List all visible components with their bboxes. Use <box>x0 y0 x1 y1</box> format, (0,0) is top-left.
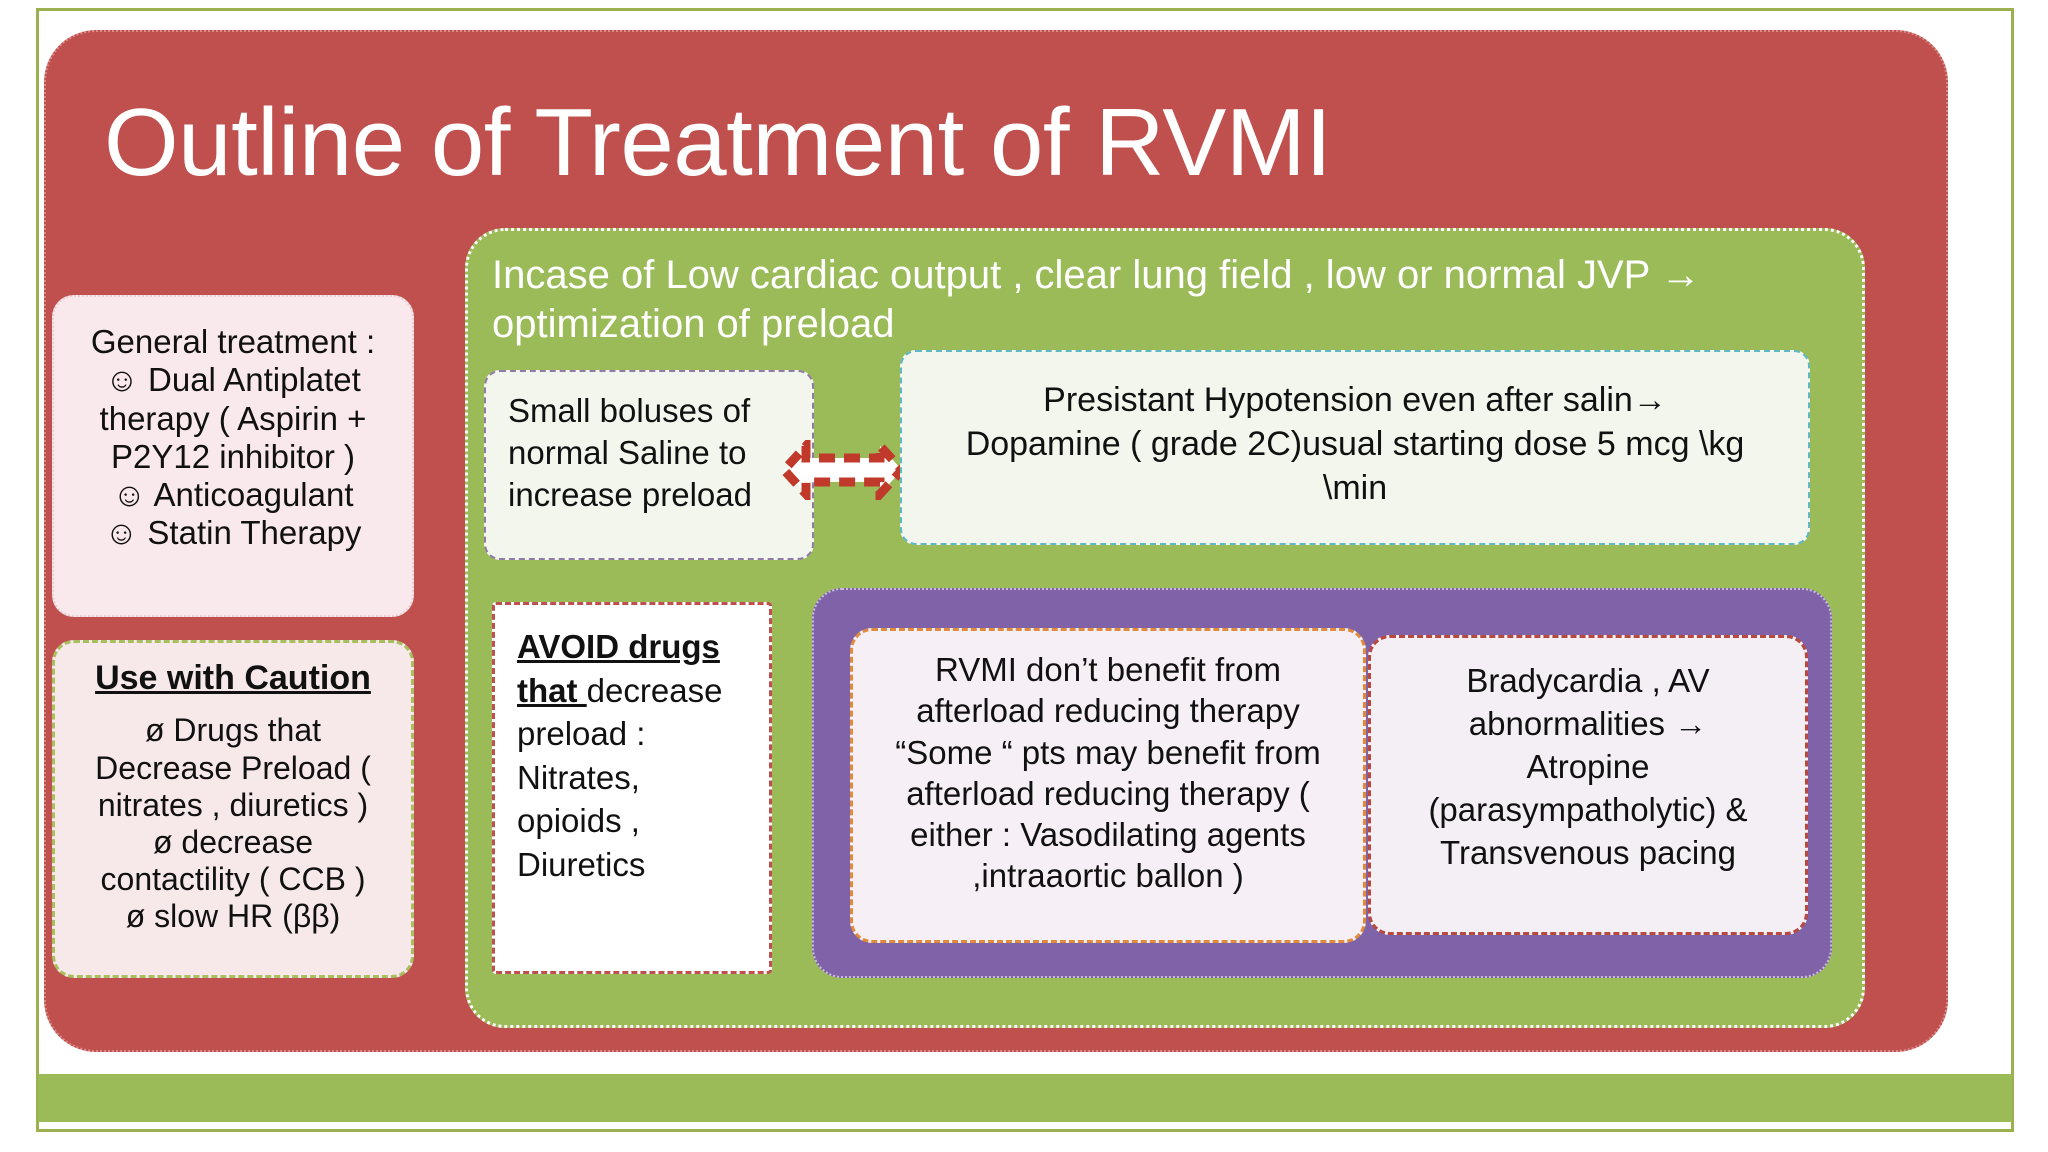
afterload-line-3: afterload reducing therapy ( <box>906 774 1310 812</box>
afterload-line-5: ,intraaortic ballon ) <box>972 857 1244 895</box>
general-treatment-item-0: ☺ Dual Antiplatet <box>105 361 361 399</box>
avoid-heading-row: AVOID drugs that decrease <box>517 625 757 712</box>
avoid-line-3: Diuretics <box>517 845 646 883</box>
afterload-line-0: RVMI don’t benefit from <box>934 651 1282 688</box>
saline-line-2: increase preload <box>508 476 752 514</box>
general-treatment-item-3: ☺ Anticoagulant <box>112 476 354 514</box>
caution-line-0: ø Drugs that <box>144 712 322 749</box>
green-panel-header-line-2: optimization of preload <box>492 301 895 346</box>
dopamine-line-1: Dopamine ( grade 2C)usual starting dose … <box>965 425 1745 464</box>
brady-line-4: Transvenous pacing <box>1440 833 1736 871</box>
caution-line-1: Decrease Preload ( <box>95 749 371 786</box>
dopamine-line-2: \min <box>1322 469 1388 508</box>
general-treatment-card: General treatment : ☺ Dual Antiplatet th… <box>52 295 414 617</box>
bradycardia-card: Bradycardia , AV abnormalities → Atropin… <box>1368 635 1808 935</box>
dopamine-line-0: Presistant Hypotension even after salin→ <box>1043 381 1667 419</box>
saline-bolus-card: Small boluses of normal Saline to increa… <box>484 370 814 560</box>
afterload-line-1: afterload reducing therapy <box>916 692 1300 730</box>
general-treatment-item-1: therapy ( Aspirin + <box>99 399 367 437</box>
afterload-therapy-card: RVMI don’t benefit from afterload reduci… <box>850 628 1366 943</box>
brady-line-3: (parasympatholytic) & <box>1428 790 1748 828</box>
brady-line-1: abnormalities → <box>1468 704 1708 742</box>
general-treatment-heading: General treatment : <box>90 323 376 360</box>
page-title: Outline of Treatment of RVMI <box>104 89 1332 196</box>
afterload-line-4: either : Vasodilating agents <box>910 816 1306 853</box>
caution-line-2: nitrates , diuretics ) <box>97 786 369 823</box>
afterload-line-2: “Some “ pts may benefit from <box>895 733 1321 771</box>
saline-line-0: Small boluses of <box>508 392 751 429</box>
dopamine-card: Presistant Hypotension even after salin→… <box>900 350 1810 545</box>
double-headed-dashed-arrow-icon <box>778 440 908 500</box>
avoid-emphasis: AVOID drugs that <box>517 628 720 709</box>
brady-line-2: Atropine <box>1526 747 1650 785</box>
caution-line-3: ø decrease <box>152 823 314 860</box>
green-panel-header-line-1: Incase of Low cardiac output , clear lun… <box>492 253 1701 297</box>
brady-line-0: Bradycardia , AV <box>1466 662 1710 699</box>
avoid-line-0: preload : <box>517 715 646 753</box>
saline-line-1: normal Saline to <box>508 434 747 472</box>
footer-accent-bar <box>38 1074 2012 1122</box>
avoid-line-2: opioids , <box>517 802 640 840</box>
avoid-rest: decrease <box>586 671 723 709</box>
caution-title: Use with Caution <box>95 659 371 697</box>
general-treatment-item-2: P2Y12 inhibitor ) <box>111 437 355 475</box>
caution-line-5: ø slow HR (ββ) <box>125 897 341 934</box>
use-with-caution-card: Use with Caution ø Drugs that Decrease P… <box>52 640 414 978</box>
green-panel-header: Incase of Low cardiac output , clear lun… <box>492 251 1782 349</box>
avoid-line-1: Nitrates, <box>517 758 640 796</box>
general-treatment-item-4: ☺ Statin Therapy <box>104 514 362 552</box>
avoid-drugs-card: AVOID drugs that decrease preload : Nitr… <box>492 602 772 974</box>
caution-line-4: contactility ( CCB ) <box>100 860 366 897</box>
